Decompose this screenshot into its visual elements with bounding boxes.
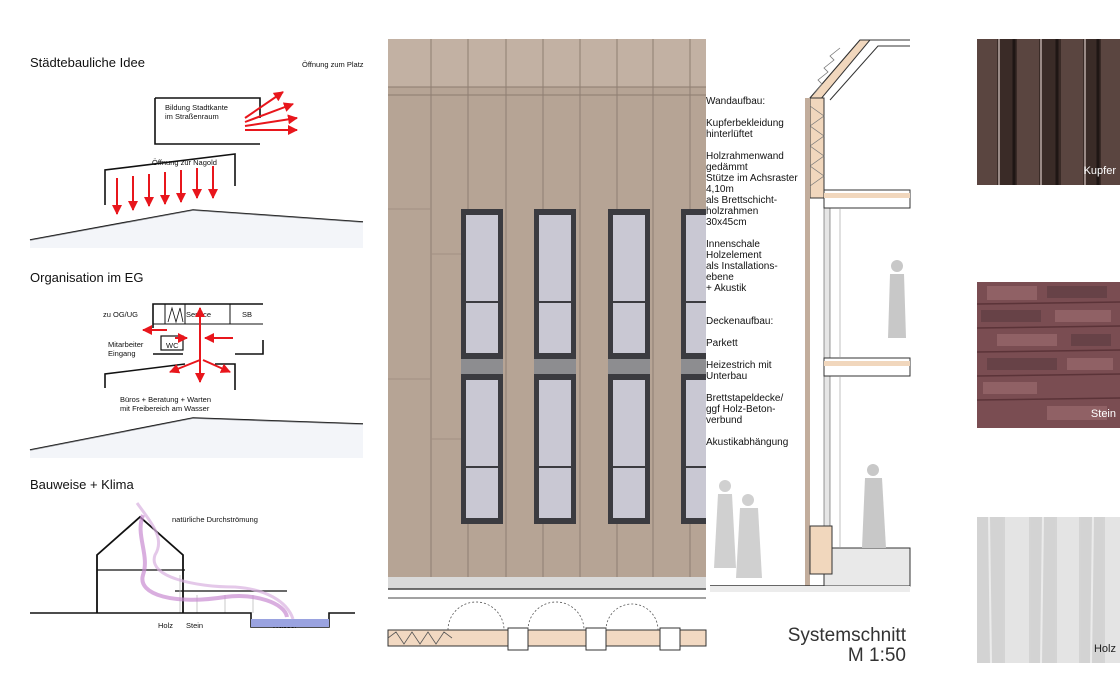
material-swatch-wood: Holz: [977, 517, 1120, 663]
panel3-heading: Bauweise + Klima: [30, 477, 134, 492]
panel1-label-city-edge-2: im Straßenraum: [165, 112, 219, 121]
panel2-label-staff-2: Eingang: [108, 349, 136, 358]
panel3-label-stone: Stein: [186, 621, 204, 630]
section-title-line-1: Systemschnitt: [787, 625, 906, 646]
wall-line: als Installations-: [706, 261, 778, 272]
panel2-label-offices-1: Büros + Beratung + Warten: [120, 395, 212, 404]
wall-line: Kupferbekleidung: [706, 118, 784, 129]
panel1-label-opening-nagold: Öffnung zur Nagold: [152, 158, 217, 167]
wall-line: + Akustik: [706, 283, 747, 294]
wall-line: Akustikabhängung: [706, 437, 789, 448]
panel3-label-wood: Holz: [158, 621, 174, 630]
wall-line: Innenschale: [706, 239, 760, 250]
panel2-label-offices-2: mit Freibereich am Wasser: [120, 404, 210, 413]
section-title-line-2: M 1:50: [847, 645, 906, 666]
wall-line: Brettstapeldecke/: [706, 393, 784, 404]
material-swatch-copper: Kupfer: [977, 39, 1120, 185]
wall-line: Unterbau: [706, 371, 748, 382]
panel2-label-sb: SB: [242, 310, 253, 319]
panel2-heading: Organisation im EG: [30, 270, 144, 285]
wall-line: holzrahmen: [706, 206, 759, 217]
wall-line: Wandaufbau:: [706, 96, 766, 107]
panel1-label-city-edge-1: Bildung Stadtkante: [165, 103, 228, 112]
material-label-stone: Stein: [1090, 408, 1116, 420]
wall-line: Holzrahmenwand: [706, 151, 784, 162]
wall-line: 4,10m: [706, 184, 734, 195]
material-label-copper: Kupfer: [1083, 165, 1116, 177]
panel1-heading: Städtebauliche Idee: [30, 55, 145, 70]
wall-line: Stütze im Achsraster: [706, 173, 798, 184]
facade-elevation: [388, 39, 706, 590]
panel3-diagram: [30, 502, 355, 628]
wall-line: als Brettschicht-: [706, 195, 778, 206]
wall-line: Parkett: [706, 338, 738, 349]
panel2-diagram: [29, 303, 364, 458]
panel1-label-opening-square: Öffnung zum Platz: [302, 60, 364, 69]
wall-line: gedämmt: [706, 162, 748, 173]
panel2-label-stairs: zu OG/UG: [103, 310, 139, 319]
wall-buildup-text: Wandaufbau: Kupferbekleidung hinterlüfte…: [706, 96, 811, 448]
wall-line: Holzelement: [706, 250, 762, 261]
wall-line: 30x45cm: [706, 217, 747, 228]
material-label-wood: Holz: [1093, 643, 1116, 655]
panel2-label-staff-1: Mitarbeiter: [108, 340, 144, 349]
facade-plan-strip: [387, 597, 707, 651]
wall-line: ebene: [706, 272, 734, 283]
material-swatch-stone: Stein: [977, 282, 1120, 428]
panel3-label-airflow: natürliche Durchströmung: [172, 515, 258, 524]
wall-line: verbund: [706, 415, 743, 426]
wall-line: hinterlüftet: [706, 129, 753, 140]
section-title: Systemschnitt M 1:50: [760, 626, 906, 666]
wall-line: ggf Holz-Beton-: [706, 404, 776, 415]
system-section-drawing: [710, 39, 911, 592]
panel2-label-wc: WC: [166, 341, 179, 350]
wall-line: Deckenaufbau:: [706, 316, 774, 327]
wall-line: Heizestrich mit: [706, 360, 772, 371]
panel1-diagram: [29, 91, 364, 248]
